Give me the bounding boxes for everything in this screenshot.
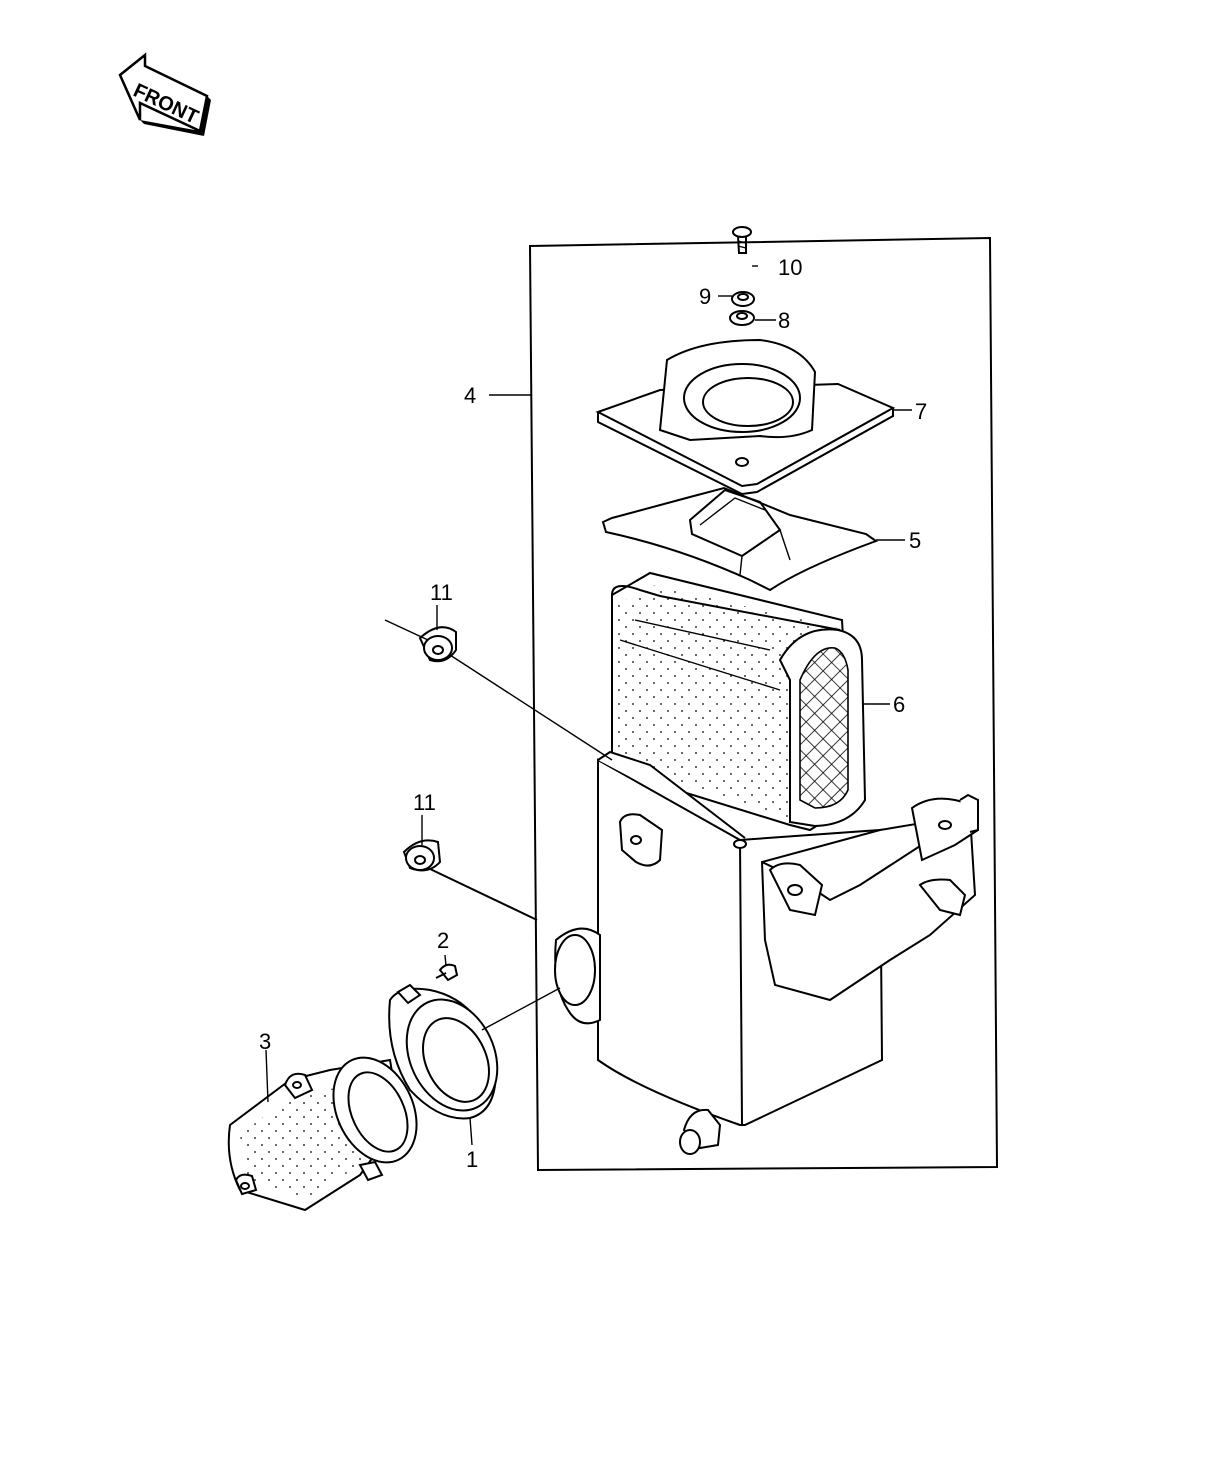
cap-part [595,338,896,496]
callout-4: 4 [464,383,476,408]
callout-10: 10 [778,255,802,280]
air-cleaner-housing [554,750,980,1155]
assembly-boundary [528,236,999,1172]
plate-part [601,486,879,592]
grommet-part [731,291,755,307]
leader-lines [265,265,912,1146]
collar-part [729,310,755,326]
front-arrow-icon: FRONT [118,52,211,136]
clamp-part [388,983,499,1120]
callout-1: 1 [466,1147,478,1172]
callout-11-lower: 11 [413,790,436,815]
callout-7: 7 [915,399,927,424]
small-screw-part [435,963,459,982]
callout-6: 6 [893,692,905,717]
screw-part [732,226,752,254]
filter-element-part [611,571,867,832]
callout-11-upper: 11 [430,580,453,605]
damper-upper-part [418,626,457,663]
damper-lower-part [402,839,442,872]
intake-duct-part [227,1056,418,1212]
callout-9: 9 [699,284,711,309]
callout-8: 8 [778,308,790,333]
callout-2: 2 [437,928,449,953]
callout-3: 3 [259,1029,271,1054]
callout-5: 5 [909,528,921,553]
